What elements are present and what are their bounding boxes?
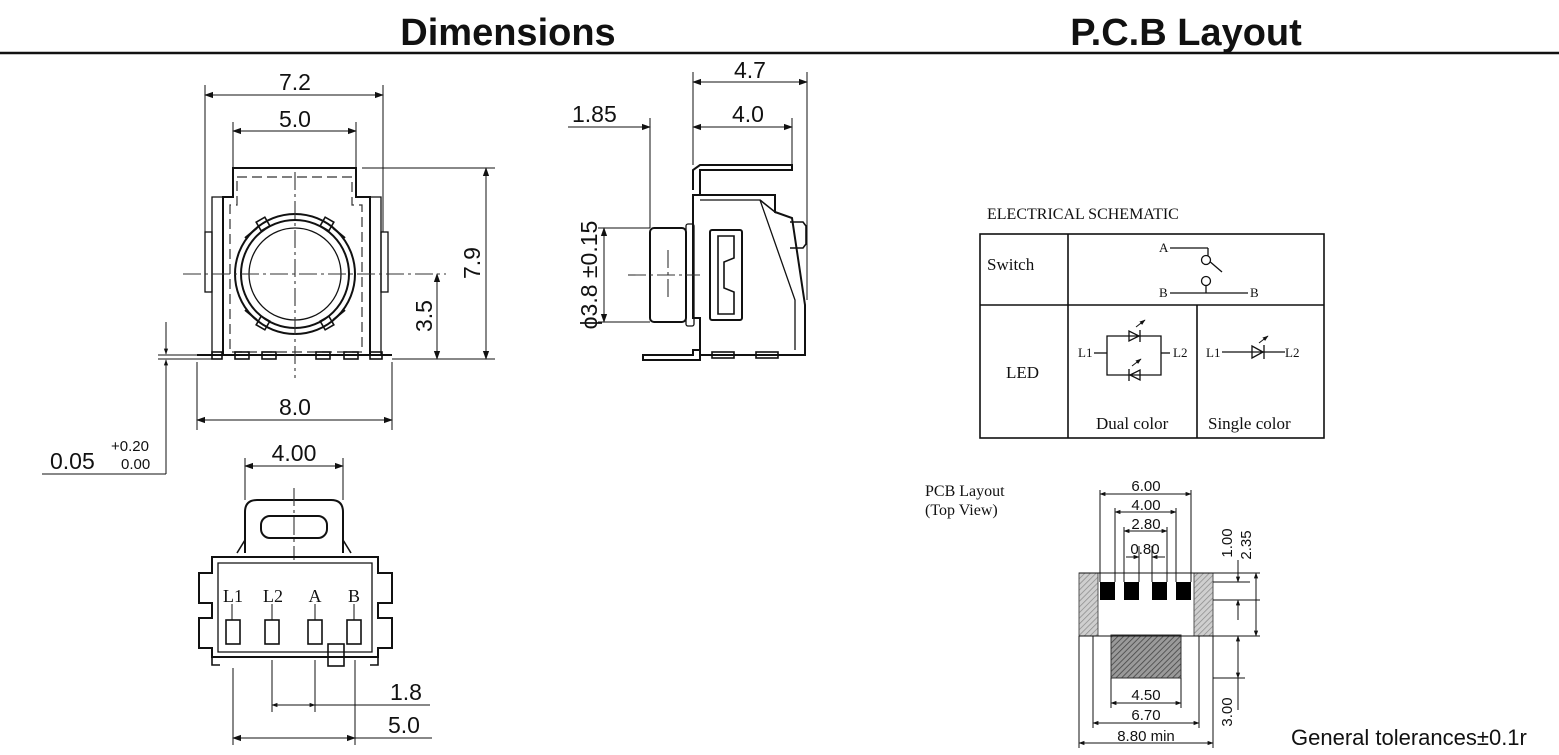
schematic-table [979, 233, 1325, 439]
pcb-footprint: PCB Layout (Top View) 6.00 4.00 2.80 0.8 [925, 478, 1260, 748]
dim-width-inner: 5.0 [279, 106, 311, 132]
pcb-dim-6-00: 6.00 [1131, 478, 1160, 495]
schematic-row-led: LED [1006, 363, 1039, 382]
general-tolerance-note: General tolerances±0.1r [1291, 725, 1527, 750]
pcb-signal-pad-a [1152, 582, 1167, 600]
single-led-l2: L2 [1285, 345, 1299, 360]
schematic-row-switch: Switch [987, 255, 1035, 274]
pin-label-b: B [348, 586, 360, 606]
dim-width-top: 7.2 [279, 69, 311, 95]
pcb-mount-pad-right [1193, 572, 1214, 637]
pcb-center-pad [1110, 634, 1182, 679]
dim-standoff-tol-minus: 0.00 [121, 456, 150, 473]
dimensions-title: Dimensions [400, 12, 615, 54]
pcb-dim-4-50: 4.50 [1131, 687, 1160, 704]
dual-led-l2: L2 [1173, 345, 1187, 360]
dim-pin-span: 5.0 [388, 712, 420, 738]
dual-color-label: Dual color [1096, 414, 1169, 433]
dim-knob-protrusion: 1.85 [572, 101, 617, 127]
pin-label-a: A [309, 586, 322, 606]
switch-terminal-b: B [1159, 285, 1168, 300]
pcb-dim-0-80: 0.80 [1130, 541, 1159, 558]
dim-depth-body: 4.0 [732, 101, 764, 127]
pcb-layout-title: P.C.B Layout [1070, 12, 1302, 54]
front-view: 7.2 5.0 7.9 3.5 8.0 0.05 +0.20 0.00 [42, 69, 495, 475]
dim-center-height: 3.5 [411, 300, 437, 332]
pin-label-l1: L1 [223, 586, 243, 606]
pcb-mount-pad-left [1078, 572, 1099, 637]
pin-label-l2: L2 [263, 586, 283, 606]
pcb-dim-1-00: 1.00 [1219, 528, 1236, 557]
switch-terminal-b-right: B [1250, 285, 1259, 300]
dim-pin-pitch: 1.8 [390, 679, 422, 705]
pcb-signal-pad-l2 [1124, 582, 1139, 600]
pcb-dim-4-00: 4.00 [1131, 497, 1160, 514]
dual-led-l1: L1 [1078, 345, 1092, 360]
pcb-dim-2-35: 2.35 [1238, 530, 1255, 559]
schematic-heading: ELECTRICAL SCHEMATIC [987, 206, 1179, 223]
pcb-dim-8-80-min: 8.80 min [1117, 728, 1175, 745]
dim-standoff-tol-plus: +0.20 [111, 438, 149, 455]
pcb-signal-pad-l1 [1100, 582, 1115, 600]
dim-width-base: 8.0 [279, 394, 311, 420]
switch-terminal-a: A [1159, 240, 1169, 255]
dim-tab-width: 4.00 [272, 440, 317, 466]
dim-height: 7.9 [459, 247, 485, 279]
pcb-label-line2: (Top View) [925, 502, 998, 519]
side-view: 4.7 4.0 1.85 ϕ3.8 ±0.15 [568, 57, 808, 361]
dim-knob-diameter: ϕ3.8 ±0.15 [576, 221, 602, 330]
single-color-label: Single color [1208, 414, 1291, 433]
pcb-signal-pad-b [1176, 582, 1191, 600]
single-led-l1: L1 [1206, 345, 1220, 360]
pcb-label-line1: PCB Layout [925, 483, 1005, 500]
pcb-dim-6-70: 6.70 [1131, 707, 1160, 724]
dim-standoff: 0.05 [50, 448, 95, 474]
pcb-dim-2-80: 2.80 [1131, 516, 1160, 533]
pcb-dim-3-00: 3.00 [1219, 697, 1236, 726]
electrical-schematic: ELECTRICAL SCHEMATIC Switch LED A B B L1… [979, 206, 1325, 439]
dim-depth-total: 4.7 [734, 57, 766, 83]
bottom-view: L1 L2 A B 4.00 1.8 5.0 [198, 440, 432, 745]
